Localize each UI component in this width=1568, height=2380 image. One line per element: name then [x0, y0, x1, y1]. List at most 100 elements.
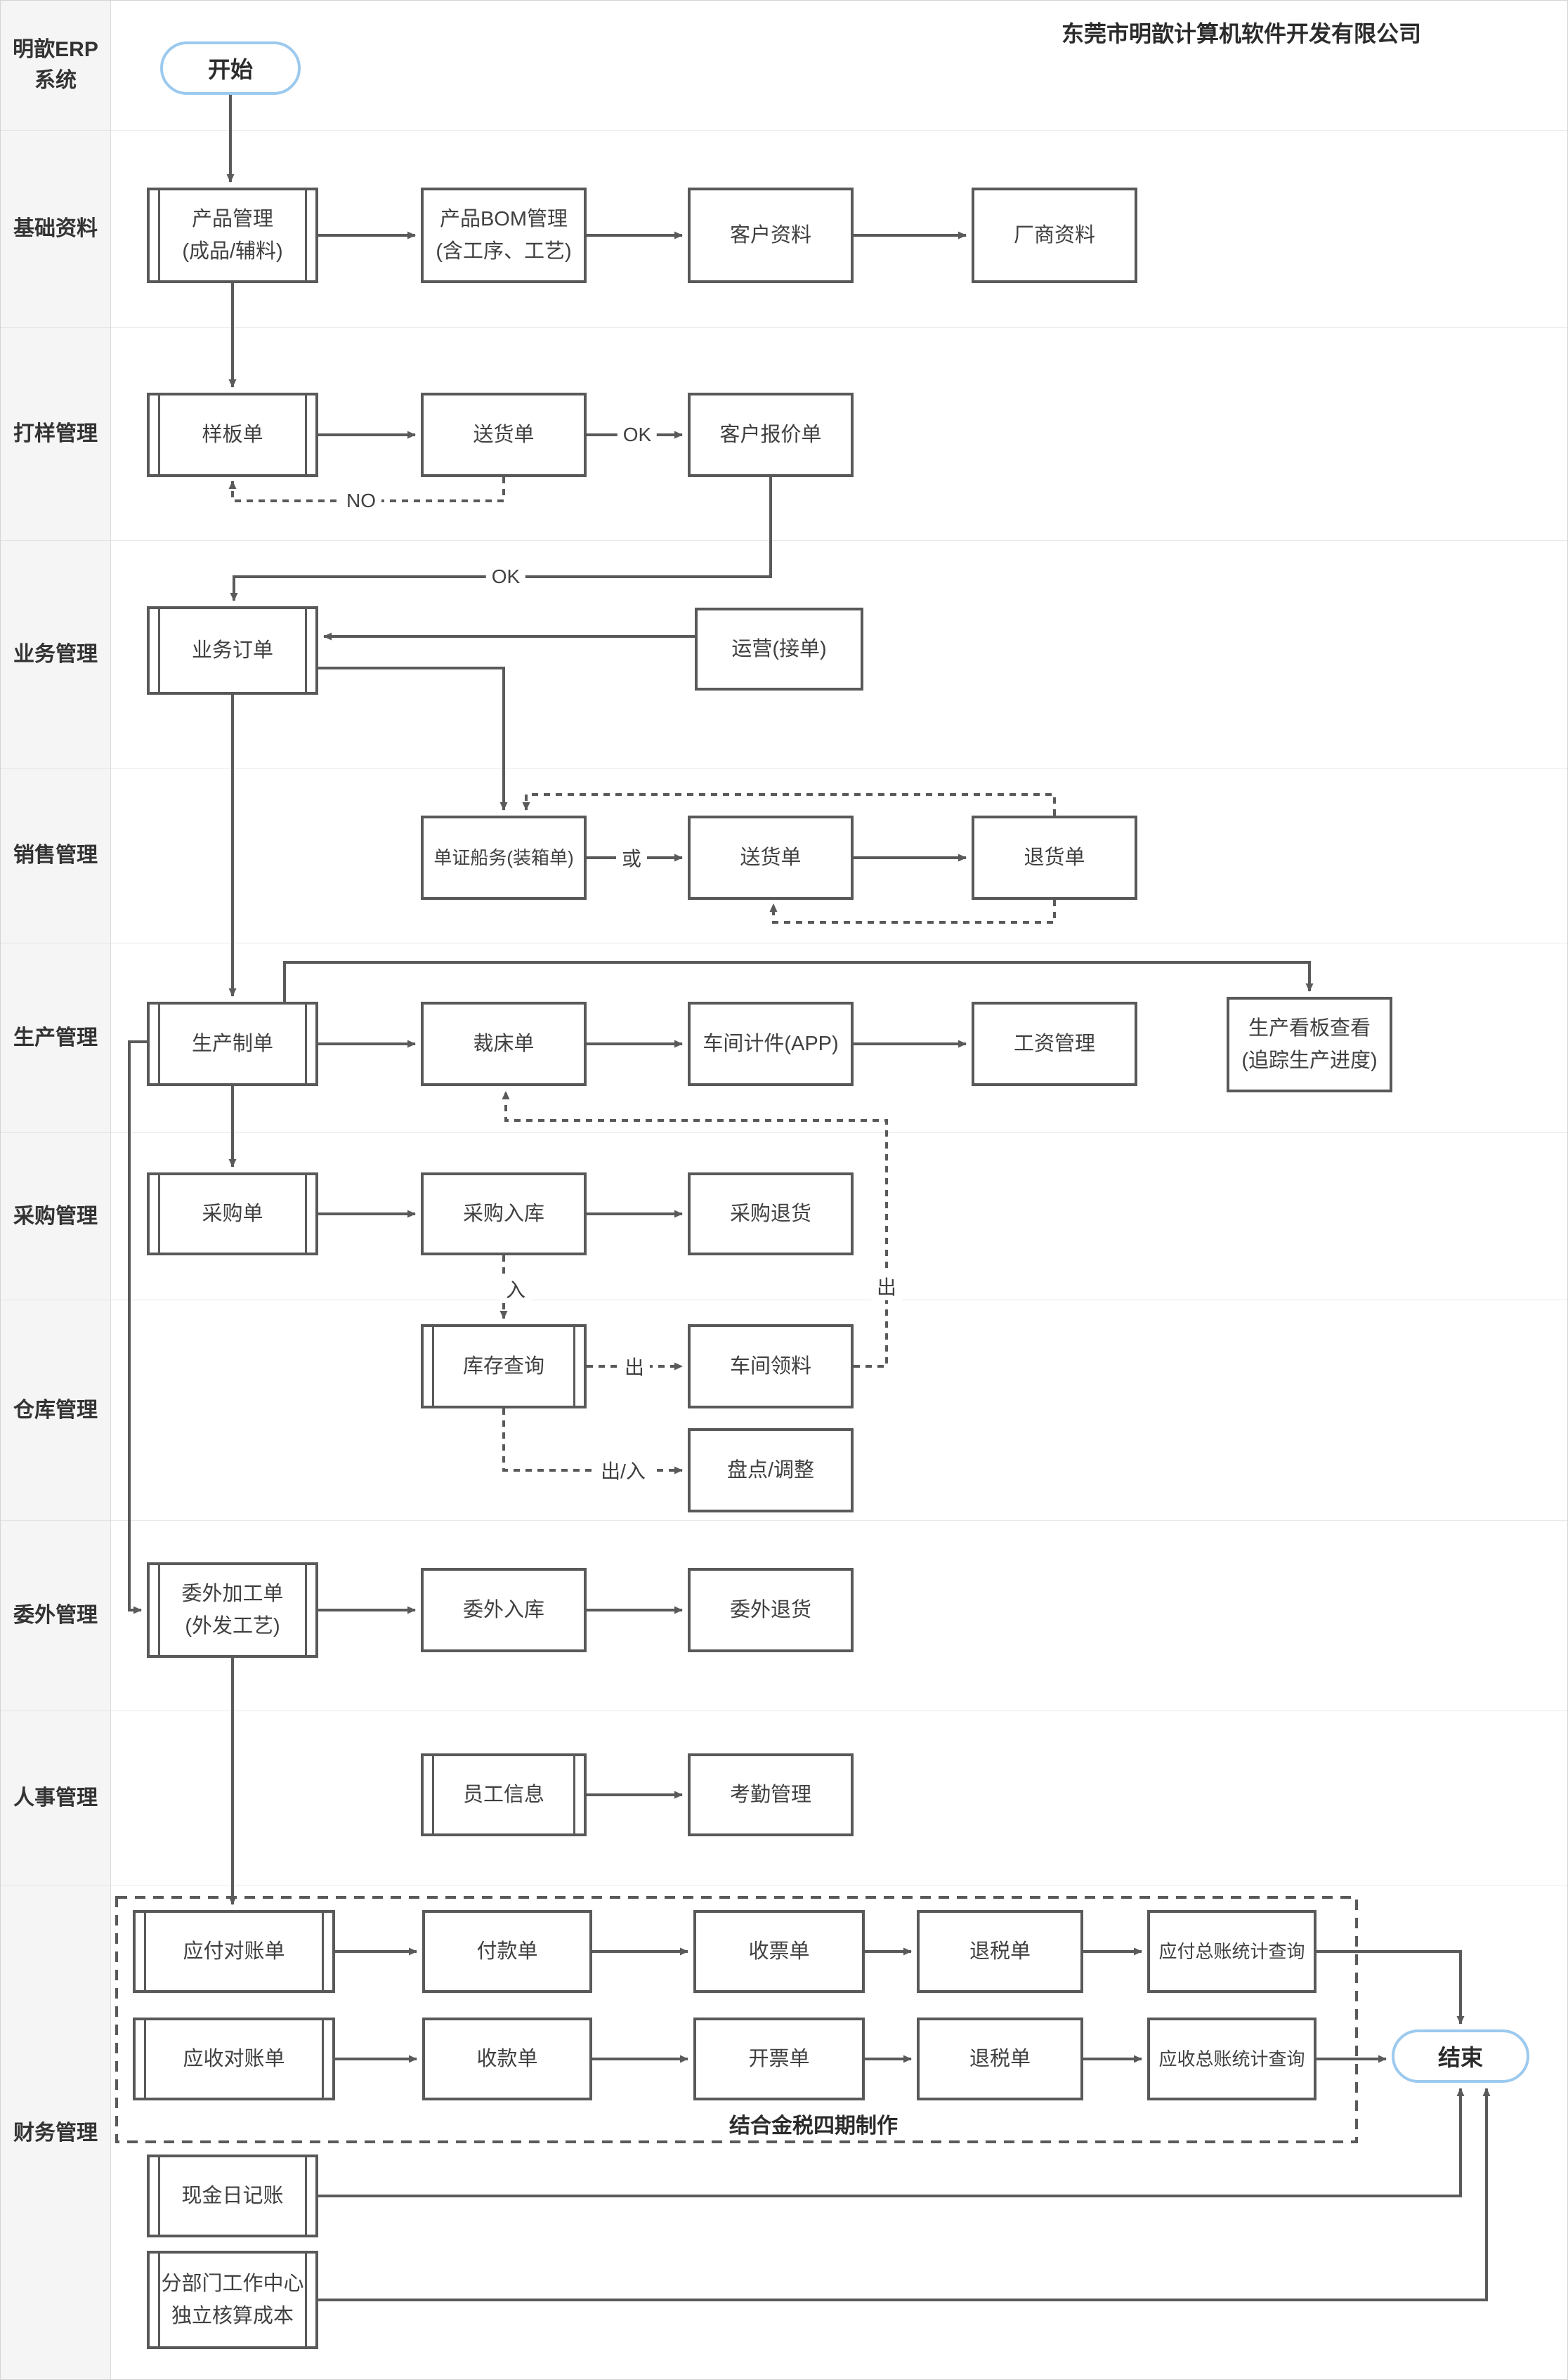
lane-label-sampling: 打样管理: [1, 327, 110, 540]
tax-note-label: 结合金税四期制作: [724, 2108, 903, 2139]
node-label: 应付对账单: [183, 1940, 285, 1963]
node-sublabel: (成品/辅料): [182, 240, 283, 263]
node-production-order: 生产制单: [147, 1002, 318, 1086]
edge-ap-summary-to-end: [1317, 1950, 1465, 2025]
edge-label-no: NO: [341, 490, 381, 512]
node-shipping-doc: 单证船务(装箱单): [421, 816, 587, 900]
lane-header-line2: 系统: [34, 69, 77, 92]
edge-production-to-kanban: [283, 961, 1314, 1002]
node-sublabel: (追踪生产进度): [1241, 1050, 1378, 1072]
node-label: 收票单: [748, 1940, 810, 1963]
node-label: 开票单: [748, 2048, 810, 2070]
node-salary-mgmt: 工资管理: [972, 1002, 1137, 1086]
lane-separator: [110, 130, 1567, 131]
end-node: 结束: [1392, 2029, 1529, 2083]
lane-label-sales: 销售管理: [1, 768, 110, 943]
node-label: 单证船务(装箱单): [433, 847, 574, 868]
node-label: 退税单: [969, 1940, 1031, 1963]
node-purchase-in: 采购入库: [421, 1172, 587, 1255]
edge-label-out-right: 出: [870, 1272, 903, 1300]
node-employee-info: 员工信息: [421, 1753, 587, 1836]
lane-label-base-data: 基础资料: [1, 130, 110, 327]
edge-cash-journal-to-end: [318, 2088, 1465, 2197]
node-label: 退货单: [1024, 846, 1085, 869]
edge-label-or: 或: [615, 844, 648, 872]
company-title: 东莞市明歆计算机软件开发有限公司: [1061, 21, 1421, 46]
node-tax-refund-ar: 退税单: [917, 2018, 1083, 2100]
lane-label-outsourcing: 委外管理: [1, 1520, 110, 1711]
node-bom-mgmt: 产品BOM管理 (含工序、工艺): [421, 188, 587, 283]
node-label: 客户资料: [729, 224, 811, 247]
node-ar-statement: 应收对账单: [133, 2018, 335, 2100]
lane-separator: [110, 1520, 1567, 1521]
node-label: 考勤管理: [729, 1784, 811, 1806]
node-label: 产品BOM管理: [439, 208, 568, 230]
node-label: 业务订单: [191, 639, 273, 662]
node-label: 员工信息: [462, 1784, 544, 1806]
node-label: 工资管理: [1013, 1033, 1095, 1055]
node-label: 生产制单: [191, 1033, 273, 1055]
edge-label-ok-sample: OK: [617, 424, 658, 446]
edge-workshop-material-out-to-cutting: [502, 1091, 888, 1368]
node-purchase-order: 采购单: [147, 1172, 318, 1255]
node-sales-delivery: 送货单: [688, 816, 854, 900]
node-label: 收款单: [476, 2048, 538, 2070]
node-collection-order: 收款单: [422, 2018, 592, 2100]
node-ap-summary: 应付总账统计查询: [1147, 1910, 1317, 1993]
node-label: 车间计件(APP): [703, 1033, 839, 1055]
lane-label-warehouse: 仓库管理: [1, 1300, 110, 1520]
node-stocktake: 盘点/调整: [688, 1428, 854, 1512]
edge-label-ok-quote: OK: [485, 565, 526, 588]
lane-header: 明歆ERP 系统: [1, 1, 110, 130]
lane-separator: [110, 1132, 1567, 1133]
tax-note-dashed-box: [115, 1896, 1358, 2143]
node-operation: 运营(接单): [695, 608, 863, 691]
node-label: 应付总账统计查询: [1158, 1941, 1305, 1962]
node-label: 应收总账统计查询: [1158, 2048, 1305, 2070]
node-ap-statement: 应付对账单: [133, 1910, 335, 1993]
node-label: 裁床单: [473, 1033, 535, 1055]
node-label: 产品管理: [191, 208, 273, 230]
node-issue-invoice: 开票单: [693, 2018, 865, 2100]
node-outsource-order: 委外加工单 (外发工艺): [147, 1562, 318, 1658]
edge-label-in: 入: [499, 1275, 532, 1303]
node-label: 库存查询: [462, 1355, 544, 1378]
node-label: 客户报价单: [719, 424, 822, 446]
node-customer-quote: 客户报价单: [688, 393, 854, 477]
node-sublabel: 独立核算成本: [171, 2305, 294, 2327]
node-sample-delivery: 送货单: [421, 393, 587, 477]
node-label: 分部门工作中心: [161, 2273, 304, 2295]
node-label: 厂商资料: [1013, 224, 1095, 247]
node-label: 委外加工单: [181, 1583, 284, 1605]
lane-label-hr: 人事管理: [1, 1711, 110, 1885]
node-workshop-material: 车间领料: [688, 1324, 854, 1408]
node-sublabel: (含工序、工艺): [436, 240, 572, 263]
node-label: 委外退货: [729, 1599, 811, 1621]
node-kanban: 生产看板查看 (追踪生产进度): [1227, 997, 1392, 1092]
lane-label-production: 生产管理: [1, 943, 110, 1132]
node-label: 付款单: [476, 1940, 538, 1963]
edge-dept-costing-to-end: [318, 2088, 1491, 2301]
node-label: 退税单: [969, 2048, 1031, 2070]
node-sublabel: (外发工艺): [185, 1615, 280, 1637]
lane-label-finance: 财务管理: [1, 1885, 110, 2379]
node-label: 采购入库: [462, 1203, 544, 1225]
node-product-mgmt: 产品管理 (成品/辅料): [147, 188, 318, 283]
node-label: 现金日记账: [181, 2185, 284, 2207]
node-sales-return: 退货单: [972, 816, 1137, 900]
node-cash-journal: 现金日记账: [147, 2155, 318, 2237]
node-label: 委外入库: [462, 1599, 544, 1621]
lane-separator: [110, 768, 1567, 769]
edge-label-out-in: 出/入: [595, 1456, 651, 1484]
node-label: 运营(接单): [731, 638, 827, 660]
lane-separator: [110, 540, 1567, 541]
node-sample-order: 样板单: [147, 393, 318, 477]
node-attendance: 考勤管理: [688, 1753, 854, 1836]
node-label: 样板单: [202, 424, 263, 446]
node-label: 送货单: [473, 424, 535, 446]
edge-sales-return-to-sales-delivery: [769, 900, 1056, 924]
node-outsource-in: 委外入库: [421, 1568, 587, 1652]
lane-header-line1: 明歆ERP: [13, 38, 98, 61]
edge-production-to-outsource-order: [128, 1040, 147, 1614]
